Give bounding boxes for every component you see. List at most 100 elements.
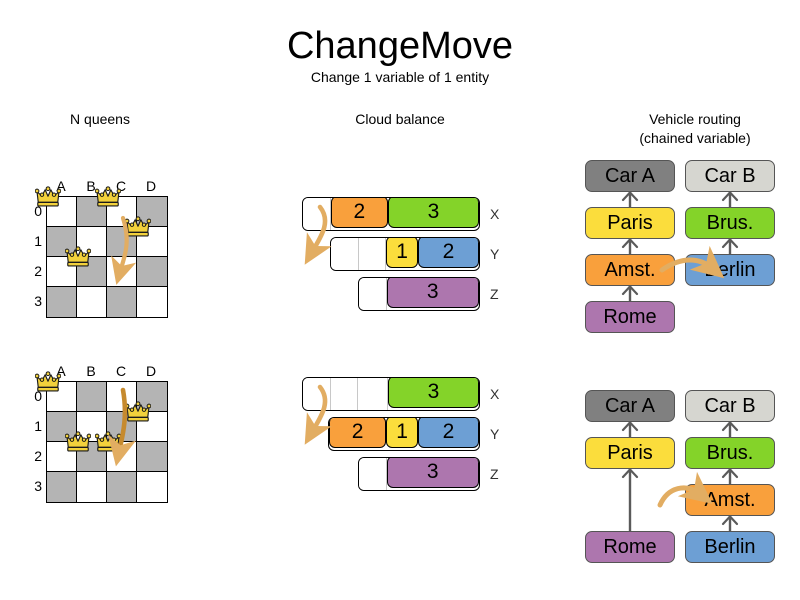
vrp-node-carb-after[interactable]: Car B [685, 390, 775, 422]
queen-b2[interactable] [64, 431, 92, 457]
cloud-free-space-x-0-after [303, 378, 331, 410]
cloud-free-space-z-0-after [359, 458, 387, 490]
vrp-node-amst-before[interactable]: Amst. [585, 254, 675, 286]
cloud-process-z-1-before[interactable]: 3 [386, 278, 479, 309]
column-label-a: A [56, 363, 66, 379]
column-label-b: B [86, 363, 96, 379]
cloud-process-y-2-after[interactable]: 2 [417, 418, 479, 449]
column-label-a: A [56, 178, 66, 194]
board-cell-a3[interactable] [47, 287, 77, 317]
board-cell-d2[interactable] [137, 257, 167, 287]
board-column-labels-after: A B C D [46, 363, 166, 381]
cloud-process-x-1-before[interactable]: 2 [330, 198, 389, 229]
cloud-free-space-y-1-before [358, 238, 387, 270]
section-title-nqueens: N queens [70, 111, 130, 127]
column-label-c: C [115, 363, 127, 379]
page-subtitle: Change 1 variable of 1 entity [310, 69, 490, 85]
cloud-computer-label-x-before: X [490, 206, 500, 222]
board-cell-b3[interactable] [77, 472, 107, 502]
column-label-b: B [86, 178, 96, 194]
row-label-0: 0 [34, 203, 42, 219]
queen-icon [94, 431, 122, 452]
cloud-process-y-3-before[interactable]: 2 [417, 238, 479, 269]
cloud-process-y-1-after[interactable]: 1 [386, 418, 418, 449]
cloud-computer-label-y-before: Y [490, 246, 500, 262]
queen-c0[interactable] [94, 186, 122, 212]
cloud-free-space-y-0-before [331, 238, 359, 270]
cloud-computer-label-z-before: Z [490, 286, 499, 302]
cloud-computer-bar-z-before[interactable]: 3 [358, 277, 480, 311]
queen-icon [64, 431, 92, 452]
queen-c2[interactable] [94, 431, 122, 457]
vrp-node-paris-before[interactable]: Paris [585, 207, 675, 239]
row-label-2: 2 [34, 263, 42, 279]
cloud-free-space-x-1-after [330, 378, 359, 410]
queen-a0[interactable] [34, 186, 62, 212]
section-title-vrp-line1: Vehicle routing [649, 111, 741, 127]
board-cell-b0[interactable] [77, 382, 107, 412]
board-row-labels-before: 0 1 2 3 [26, 196, 42, 316]
row-label-3: 3 [34, 293, 42, 309]
vrp-node-cara-after[interactable]: Car A [585, 390, 675, 422]
board-cell-d3[interactable] [137, 287, 167, 317]
board-cell-c2[interactable] [107, 257, 137, 287]
queen-icon [124, 401, 152, 422]
board-cell-a1[interactable] [47, 227, 77, 257]
column-label-c: C [115, 178, 127, 194]
section-title-cloud: Cloud balance [355, 111, 445, 127]
board-cell-a0[interactable] [47, 382, 77, 412]
row-label-1: 1 [34, 418, 42, 434]
cloud-process-z-1-after[interactable]: 3 [386, 458, 479, 489]
column-label-d: D [145, 178, 157, 194]
board-cell-c3[interactable] [107, 472, 137, 502]
vrp-node-brus-before[interactable]: Brus. [685, 207, 775, 239]
queen-b2[interactable] [64, 246, 92, 272]
cloud-computer-label-y-after: Y [490, 426, 500, 442]
vrp-node-berlin-after[interactable]: Berlin [685, 531, 775, 563]
board-cell-c3[interactable] [107, 287, 137, 317]
board-cell-d2[interactable] [137, 442, 167, 472]
cloud-free-space-x-0-before [303, 198, 331, 230]
vrp-node-carb-before[interactable]: Car B [685, 160, 775, 192]
column-label-d: D [145, 363, 157, 379]
vrp-node-paris-after[interactable]: Paris [585, 437, 675, 469]
cloud-process-x-3-after[interactable]: 3 [388, 378, 479, 409]
vrp-node-brus-after[interactable]: Brus. [685, 437, 775, 469]
queen-icon [94, 186, 122, 207]
board-cell-a3[interactable] [47, 472, 77, 502]
cloud-computer-label-z-after: Z [490, 466, 499, 482]
queen-icon [34, 186, 62, 207]
queen-a0[interactable] [34, 371, 62, 397]
vrp-node-rome-before[interactable]: Rome [585, 301, 675, 333]
queen-d1[interactable] [124, 401, 152, 427]
section-title-vehicle-routing: Vehicle routing (chained variable) [600, 110, 790, 148]
cloud-free-space-x-2-after [358, 378, 389, 410]
board-column-labels-before: A B C D [46, 178, 166, 196]
cloud-computer-label-x-after: X [490, 386, 500, 402]
board-cell-b3[interactable] [77, 287, 107, 317]
cloud-process-y-0-after[interactable]: 2 [329, 418, 387, 449]
queen-icon [34, 371, 62, 392]
cloud-process-x-2-before[interactable]: 3 [388, 198, 479, 229]
vrp-node-amst-after[interactable]: Amst. [685, 484, 775, 516]
vrp-node-cara-before[interactable]: Car A [585, 160, 675, 192]
board-cell-a1[interactable] [47, 412, 77, 442]
cloud-process-y-2-before[interactable]: 1 [386, 238, 418, 269]
page-title: ChangeMove [286, 25, 514, 67]
queen-icon [64, 246, 92, 267]
row-label-1: 1 [34, 233, 42, 249]
section-title-vrp-line2: (chained variable) [639, 130, 751, 146]
vrp-node-rome-after[interactable]: Rome [585, 531, 675, 563]
row-label-3: 3 [34, 478, 42, 494]
vrp-node-berlin-before[interactable]: Berlin [685, 254, 775, 286]
cloud-free-space-z-0-before [359, 278, 387, 310]
row-label-2: 2 [34, 448, 42, 464]
board-cell-d3[interactable] [137, 472, 167, 502]
cloud-computer-bar-z-after[interactable]: 3 [358, 457, 480, 491]
queen-d1[interactable] [124, 216, 152, 242]
cloud-computer-bar-x-after[interactable]: 3 [302, 377, 480, 411]
